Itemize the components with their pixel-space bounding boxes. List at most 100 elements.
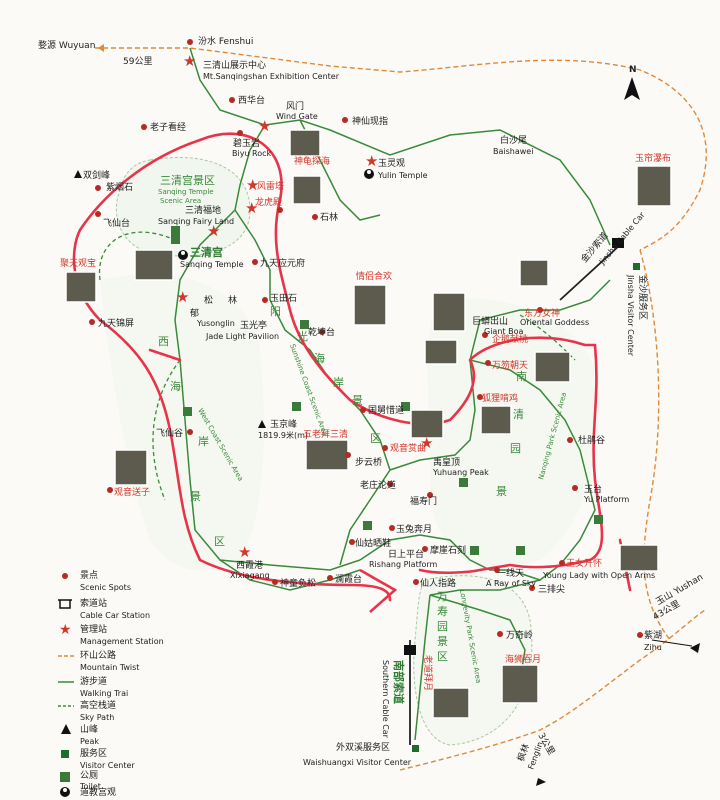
- label-jumang-cn: 巨蟒出山: [472, 315, 508, 327]
- label-biyuyan-en: Biyu Rock: [232, 149, 272, 158]
- label-yutu: 玉兔奔月: [396, 523, 432, 535]
- photo-yulian: [636, 165, 672, 207]
- svg-text:景点: 景点: [80, 570, 98, 581]
- label-jiutian: 九天应元府: [260, 257, 305, 269]
- label-yuguang-cn: 玉光亭: [240, 319, 267, 331]
- label-xianfu: 企鹅献桃: [492, 333, 528, 345]
- photo-dongfang: [519, 259, 549, 287]
- svg-text:海: 海: [314, 351, 325, 365]
- photo-xianfu: [424, 339, 458, 365]
- label-yuhuang-cn: 禹皇顶: [433, 456, 460, 468]
- label-sanqing-fu-cn: 三清福地: [185, 204, 221, 216]
- label-yutian: 玉田石: [270, 293, 297, 304]
- label-d59: 59公里: [123, 56, 152, 67]
- label-moya: 摩崖石刻: [430, 544, 466, 556]
- label-lin: 林: [228, 294, 237, 306]
- label-huli: 狐狸啃鸡: [482, 392, 518, 404]
- label-haishi: 海狮吞月: [505, 653, 541, 665]
- legend-dot-icon: [62, 573, 68, 579]
- legend-square-icon: [61, 750, 69, 758]
- north-arrow: N: [624, 65, 640, 100]
- label-southern-cable-en: Southern Cable Car: [381, 660, 390, 739]
- label-exhibit-cn: 三清山展示中心: [203, 59, 266, 71]
- label-dujuan: 杜鹃谷: [578, 434, 605, 446]
- label-sanqing-fu-en: Sanqing Fairy Land: [158, 217, 234, 226]
- jinsha-cable-line: [559, 244, 621, 301]
- svg-text:★: ★: [183, 52, 196, 70]
- legend-star-icon: ★: [59, 622, 72, 638]
- mountain-road-east: [639, 249, 671, 641]
- label-sanpai: 三排尖: [538, 583, 565, 595]
- label-fengmen-cn: 风门: [286, 100, 304, 112]
- label-qiankun: 乾坤台: [308, 326, 335, 338]
- svg-text:Management Station: Management Station: [80, 637, 164, 646]
- label-waishuang-cn: 外双溪服务区: [336, 741, 390, 753]
- label-qinglv: 情侣合欢: [356, 270, 392, 282]
- photo-jumang: [432, 292, 466, 332]
- svg-text:寿: 寿: [437, 604, 448, 618]
- label-feixiantai: 飞仙台: [103, 217, 130, 229]
- svg-text:高空栈道: 高空栈道: [80, 699, 116, 711]
- label-yunv-cn: 玉女开怀: [566, 557, 602, 569]
- label-yutai-en: Yu Platform: [583, 495, 630, 504]
- svg-text:岸: 岸: [333, 376, 344, 389]
- label-baishawei-en: Baishawei: [493, 147, 533, 156]
- svg-text:管理站: 管理站: [80, 623, 107, 635]
- taoist-temple-icons: [178, 169, 374, 260]
- label-yulian: 玉帘瀑布: [635, 152, 671, 164]
- svg-text:景: 景: [352, 394, 363, 407]
- svg-text:万: 万: [437, 590, 448, 603]
- photo-qinglv: [353, 284, 387, 326]
- label-xianren: 仙人指路: [420, 577, 456, 589]
- label-jutian: 聚天观宝: [60, 257, 96, 269]
- zone-west-chars: 西 海 岸 景 区: [158, 335, 225, 548]
- toilet-icons: [171, 226, 603, 555]
- zone-sanqing-cn: 三清宫景区: [160, 173, 215, 187]
- label-song: 松: [204, 294, 213, 306]
- label-shentong: 神童负松: [280, 577, 316, 589]
- label-yuhuang-en: Yuhuang Peak: [432, 468, 489, 477]
- label-wulao: 五老拜三清: [303, 428, 348, 440]
- svg-text:游步道: 游步道: [80, 675, 107, 687]
- photo-guoyi: [410, 409, 444, 439]
- svg-text:N: N: [629, 65, 637, 75]
- zone-nanqing-chars: 南 清 园 景: [496, 370, 527, 498]
- label-xixia-cn: 西霞港: [236, 559, 263, 571]
- zone-west: [100, 273, 264, 571]
- label-shuangjian: 双剑峰: [83, 169, 110, 181]
- label-yunv-en: Young Lady with Open Arms: [542, 571, 655, 580]
- svg-text:景: 景: [496, 485, 507, 498]
- label-zihu-cn: 紫湖: [644, 630, 662, 641]
- mountain-road: [95, 47, 707, 251]
- hand-drawn-arrow: [359, 568, 398, 613]
- label-fushou: 福寿门: [410, 495, 437, 507]
- svg-text:★: ★: [245, 199, 258, 217]
- svg-text:Peak: Peak: [80, 737, 99, 746]
- label-baishawei-cn: 白沙尾: [500, 134, 527, 146]
- svg-text:南: 南: [516, 370, 527, 383]
- svg-text:区: 区: [370, 432, 381, 445]
- peak-icons: [74, 170, 266, 428]
- svg-text:西: 西: [158, 335, 169, 348]
- label-wuyuan: 婺源 Wuyuan: [38, 40, 95, 51]
- label-biyuyan-cn: 碧玉岩: [233, 137, 260, 149]
- label-exhibit-en: Mt.Sanqingshan Exhibition Center: [203, 72, 340, 81]
- label-jinsha-visitor-en: Jinsha Visitor Center: [626, 274, 635, 357]
- jinsha-visitor-square: [633, 263, 640, 270]
- svg-text:公厕: 公厕: [80, 770, 98, 781]
- label-feixiangu: 飞仙谷: [156, 427, 183, 439]
- photo-haishi: [501, 664, 539, 704]
- label-longhudian: 龙虎殿: [255, 196, 282, 208]
- label-shenxian: 神仙现指: [352, 115, 388, 127]
- label-sanqinggong-en: Sanqing Temple: [180, 260, 244, 269]
- label-rishang-en: Rishang Platform: [369, 560, 438, 569]
- arrow-fenglin: [536, 778, 546, 786]
- svg-text:Toilet: Toilet: [79, 782, 101, 791]
- label-sanqinggong-cn: 三清宫: [190, 245, 223, 259]
- label-fenglei: 风雷塔: [257, 180, 284, 192]
- zone-sanqing-en2: Scenic Area: [160, 197, 201, 205]
- svg-text:★: ★: [420, 434, 433, 452]
- label-jumang-en: Giant Boa: [484, 327, 523, 336]
- svg-text:清: 清: [513, 408, 524, 421]
- svg-text:服务区: 服务区: [80, 747, 107, 759]
